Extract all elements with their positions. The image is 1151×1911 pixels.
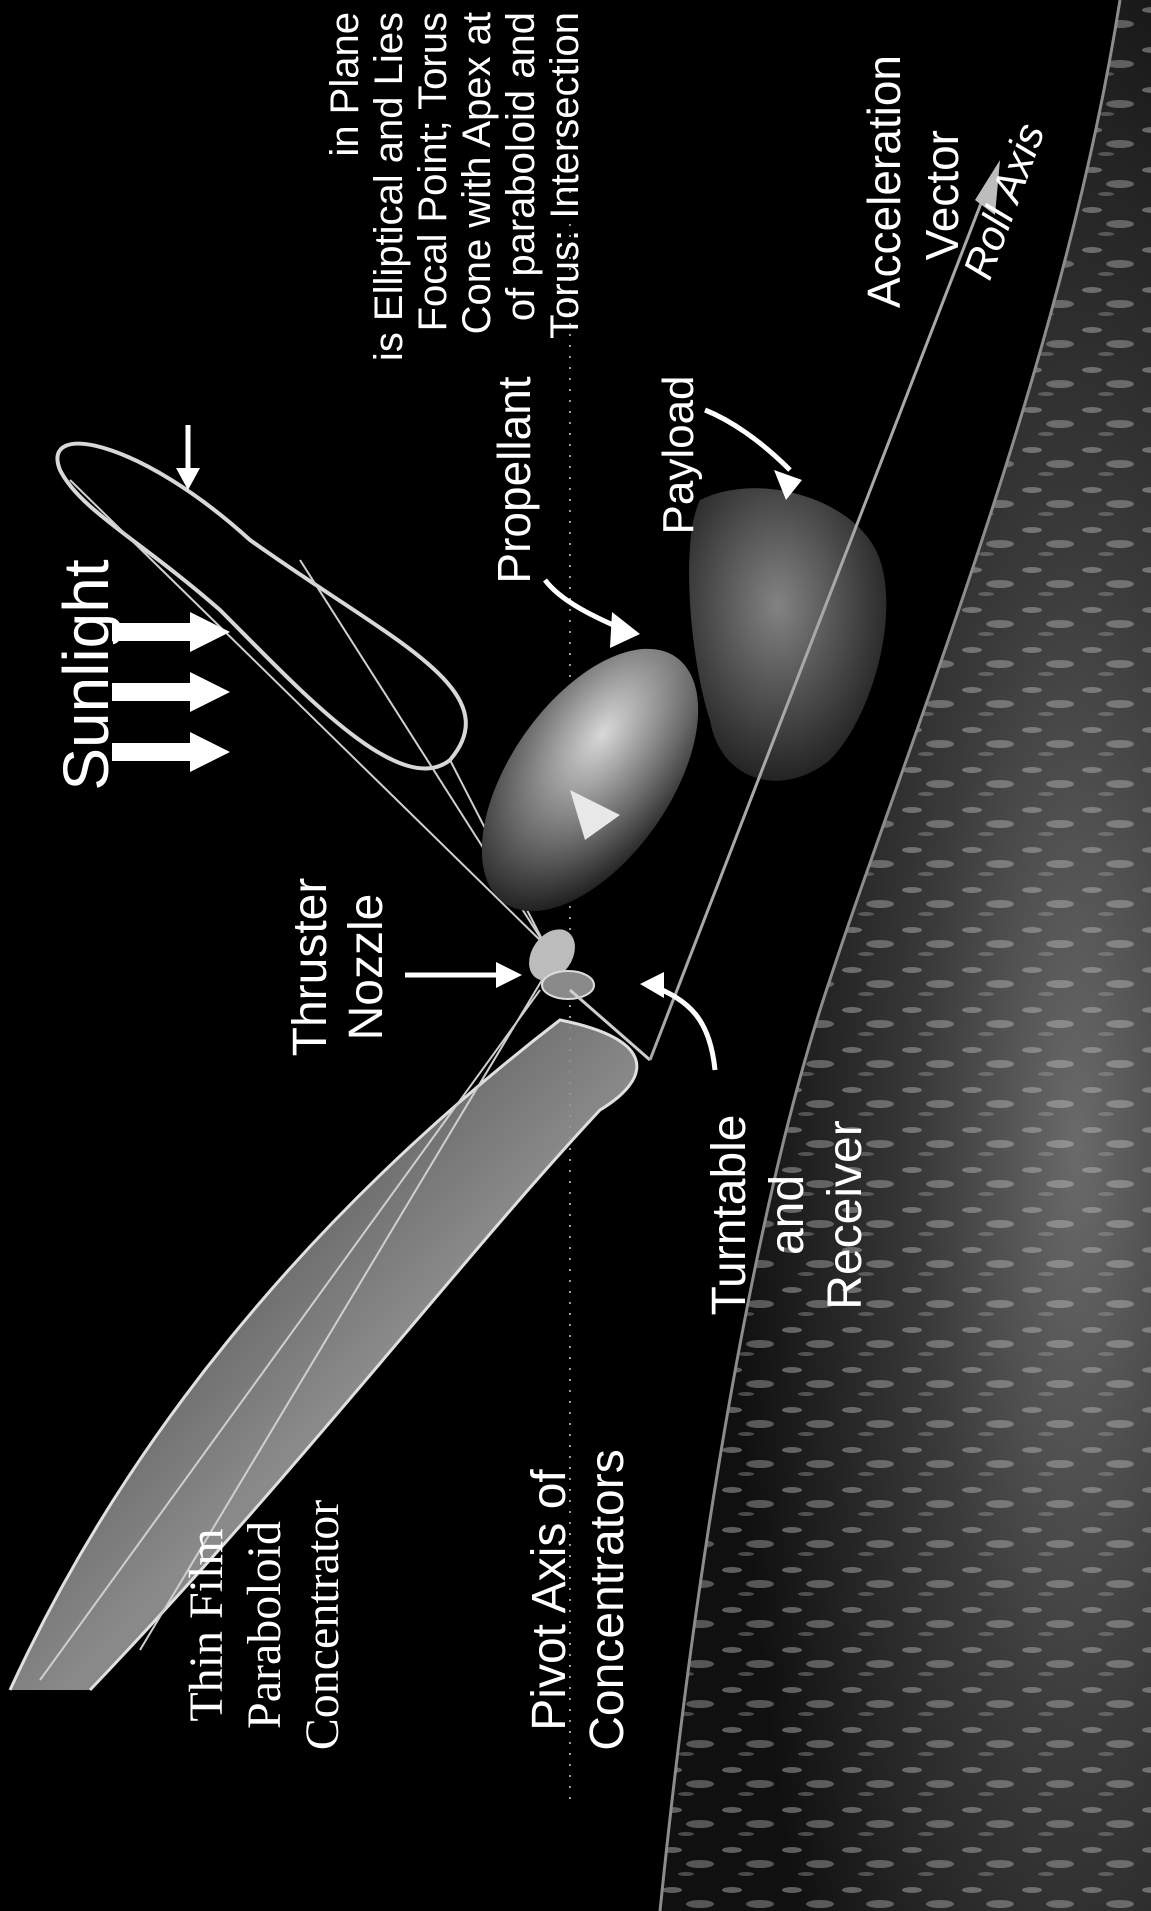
thin-film-concentrator-label: Thin Film Paraboloid Concentrator bbox=[180, 1500, 349, 1751]
thin-film-concentrator-label-line: Thin Film bbox=[180, 1528, 233, 1721]
sunlight-arrows bbox=[112, 612, 230, 772]
payload-label: Payload bbox=[654, 375, 703, 534]
torus-label-line: is Elliptical and Lies bbox=[367, 12, 411, 361]
torus-label-line: of paraboloid and bbox=[499, 12, 543, 321]
thin-film-concentrator-label-line: Paraboloid bbox=[238, 1521, 291, 1729]
propellant-label-text: Propellant bbox=[488, 376, 540, 583]
torus-label-line: in Plane bbox=[323, 12, 367, 157]
thin-film-concentrator-label-line: Concentrator bbox=[296, 1500, 349, 1751]
torus-label-line: Torus: Intersection bbox=[543, 12, 587, 339]
pivot-axis-label-line: Concentrators bbox=[581, 1449, 634, 1750]
sunlight-label-text: Sunlight bbox=[50, 559, 122, 791]
turntable-receiver bbox=[542, 971, 594, 999]
thruster-nozzle-label-line: Nozzle bbox=[340, 894, 393, 1041]
turntable-receiver-label-line: and bbox=[761, 1175, 814, 1255]
thruster-nozzle-label-line: Thruster bbox=[284, 878, 337, 1057]
turntable-receiver-label-line: Receiver bbox=[819, 1120, 872, 1309]
propellant-label: Propellant bbox=[488, 376, 540, 583]
sunlight-label: Sunlight bbox=[50, 559, 122, 791]
torus-label-line: Cone with Apex at bbox=[455, 12, 499, 334]
acceleration-vector-label-line: Acceleration bbox=[858, 55, 910, 308]
turntable-receiver-label-line: Turntable bbox=[703, 1115, 756, 1316]
payload-label-text: Payload bbox=[654, 375, 703, 534]
acceleration-vector-label-line: Vector bbox=[916, 130, 968, 260]
pivot-axis-label-line: Pivot Axis of bbox=[523, 1469, 576, 1731]
torus-label-line: Focal Point; Torus bbox=[411, 12, 455, 331]
